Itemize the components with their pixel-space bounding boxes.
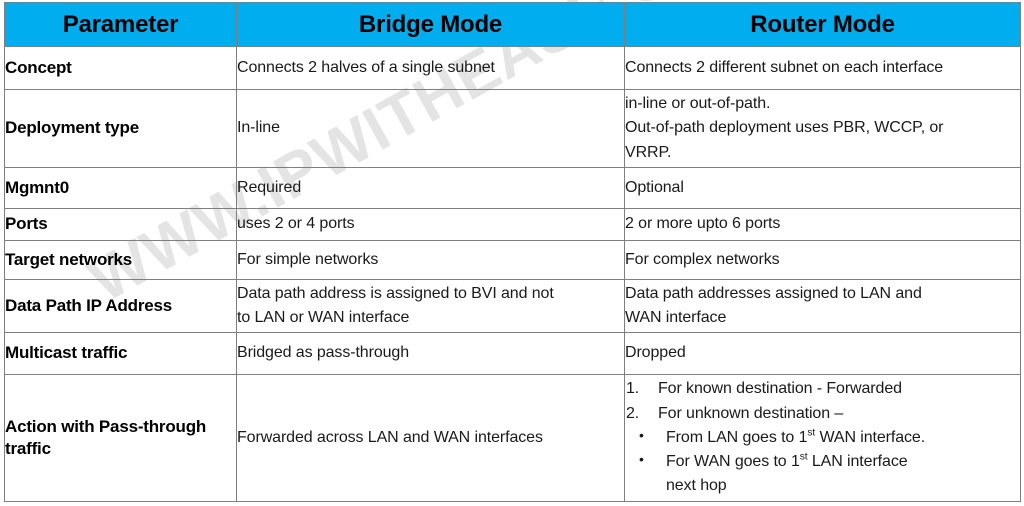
router-mode-cell: Connects 2 different subnet on each inte… [624,46,1021,90]
cell-line: Connects 2 halves of a single subnet [237,58,495,76]
parameter-cell: Deployment type [4,89,237,168]
parameter-cell: Ports [4,208,237,241]
list-marker: 1. [626,380,640,398]
bridge-mode-cell: uses 2 or 4 ports [236,208,625,241]
bridge-mode-cell: In-line [236,89,625,168]
cell-line: uses 2 or 4 ports [237,215,355,233]
bullet-icon: • [639,426,644,443]
list-item-text: next hop [666,477,727,495]
cell-line: WAN interface [625,309,727,326]
list-item: 1. For known destination - Forwarded [625,377,1020,401]
router-mode-cell: 1. For known destination - Forwarded 2. … [624,374,1021,502]
table-row: Deployment type In-line in-line or out-o… [4,89,1021,168]
parameter-cell: Target networks [4,240,237,280]
cell-line: Optional [625,178,684,196]
list-item: 2. For unknown destination – [625,402,1020,426]
column-header-bridge-mode: Bridge Mode [236,2,625,47]
router-mode-cell: Data path addresses assigned to LAN and … [624,279,1021,333]
list-item: • For WAN goes to 1st LAN interface [625,450,1020,474]
router-mode-cell: For complex networks [624,240,1021,280]
cell-line: Connects 2 different subnet on each inte… [625,58,944,76]
parameter-cell: Action with Pass-through traffic [4,374,237,502]
ordinal-suffix: st [807,427,816,439]
list-item: next hop [625,474,1020,498]
table-body: Concept Connects 2 halves of a single su… [4,46,1021,502]
table-row: Mgmnt0 Required Optional [4,167,1021,209]
cell-line: For complex networks [625,250,780,268]
bridge-mode-cell: Data path address is assigned to BVI and… [236,279,625,333]
list-marker: 2. [626,404,640,422]
cell-line: Bridged as pass-through [237,344,410,362]
bulleted-list: • From LAN goes to 1st WAN interface. • … [625,426,1020,499]
list-item: • From LAN goes to 1st WAN interface. [625,426,1020,450]
cell-line: Out-of-path deployment uses PBR, WCCP, o… [625,119,944,137]
cell-line: Data path addresses assigned to LAN and [625,284,922,302]
table-header-row: Parameter Bridge Mode Router Mode [4,2,1021,47]
list-item-text: For WAN goes to 1 [666,453,800,471]
bullet-icon: • [639,451,644,468]
parameter-cell: Multicast traffic [4,332,237,375]
numbered-list: 1. For known destination - Forwarded 2. … [625,377,1020,426]
router-mode-cell: Optional [624,167,1021,209]
bridge-mode-cell: For simple networks [236,240,625,280]
list-item-text-suffix: WAN interface. [815,428,926,446]
bridge-mode-cell: Bridged as pass-through [236,332,625,375]
list-item-text: For known destination - Forwarded [658,380,902,398]
cell-line: Required [237,178,302,196]
cell-line: Data path address is assigned to BVI and… [237,284,554,302]
table-row: Target networks For simple networks For … [4,240,1021,280]
table-header: Parameter Bridge Mode Router Mode [4,2,1021,47]
parameter-cell: Mgmnt0 [4,167,237,209]
column-header-parameter: Parameter [4,2,237,47]
bridge-mode-cell: Required [236,167,625,209]
parameter-cell: Concept [4,46,237,90]
table-row: Concept Connects 2 halves of a single su… [4,46,1021,90]
cell-line: Dropped [625,344,686,362]
list-item-text: From LAN goes to 1 [666,428,808,446]
table-row: Action with Pass-through traffic Forward… [4,374,1021,502]
bridge-mode-cell: Forwarded across LAN and WAN interfaces [236,374,625,502]
cell-line: in-line or out-of-path. [625,95,771,113]
list-item-text: For unknown destination – [658,404,844,422]
router-mode-cell: 2 or more upto 6 ports [624,208,1021,241]
list-item-text-suffix: LAN interface [807,453,908,471]
table-row: Data Path IP Address Data path address i… [4,279,1021,333]
bridge-vs-router-comparison-table: Parameter Bridge Mode Router Mode Concep… [4,2,1021,502]
cell-line: For simple networks [237,250,379,268]
cell-line: to LAN or WAN interface [237,309,410,326]
router-mode-cell: in-line or out-of-path. Out-of-path depl… [624,89,1021,168]
parameter-cell: Data Path IP Address [4,279,237,333]
ordinal-suffix: st [799,451,808,463]
cell-line: In-line [237,119,280,137]
bridge-mode-cell: Connects 2 halves of a single subnet [236,46,625,90]
router-mode-cell: Dropped [624,332,1021,375]
column-header-router-mode: Router Mode [624,2,1021,47]
cell-line: Forwarded across LAN and WAN interfaces [237,428,543,446]
table-row: Ports uses 2 or 4 ports 2 or more upto 6… [4,208,1021,241]
table-row: Multicast traffic Bridged as pass-throug… [4,332,1021,375]
cell-line: VRRP. [625,143,672,161]
cell-line: 2 or more upto 6 ports [625,215,781,233]
